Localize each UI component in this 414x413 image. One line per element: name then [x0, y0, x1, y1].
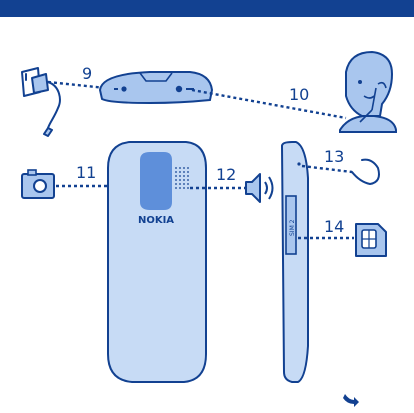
sim-slot-label: SIM 2 [289, 219, 296, 236]
callout-label-13: 13 [324, 147, 344, 166]
wall-charger-icon [22, 68, 60, 136]
brand-logo: NOKIA [138, 215, 174, 226]
phone-top-edge [100, 72, 212, 103]
callout-label-9: 9 [82, 64, 92, 83]
loudspeaker-icon [246, 174, 273, 202]
sim-card-icon [356, 224, 386, 256]
phone-back: NOKIA [108, 142, 206, 382]
headset-user-icon [340, 52, 396, 132]
phone-side: SIM 2 [282, 142, 308, 382]
callout-label-12: 12 [216, 165, 236, 184]
callout-label-11: 11 [76, 163, 96, 182]
camera-icon [22, 170, 54, 198]
callout-label-10: 10 [289, 85, 309, 104]
charger-port [121, 86, 126, 91]
callout-label-14: 14 [324, 217, 344, 236]
wrist-strap-icon [352, 160, 379, 184]
headset-port [176, 86, 182, 92]
strap-eyelet [297, 162, 300, 165]
next-page-arrow-icon[interactable] [343, 394, 359, 407]
camera-lens [140, 152, 172, 210]
